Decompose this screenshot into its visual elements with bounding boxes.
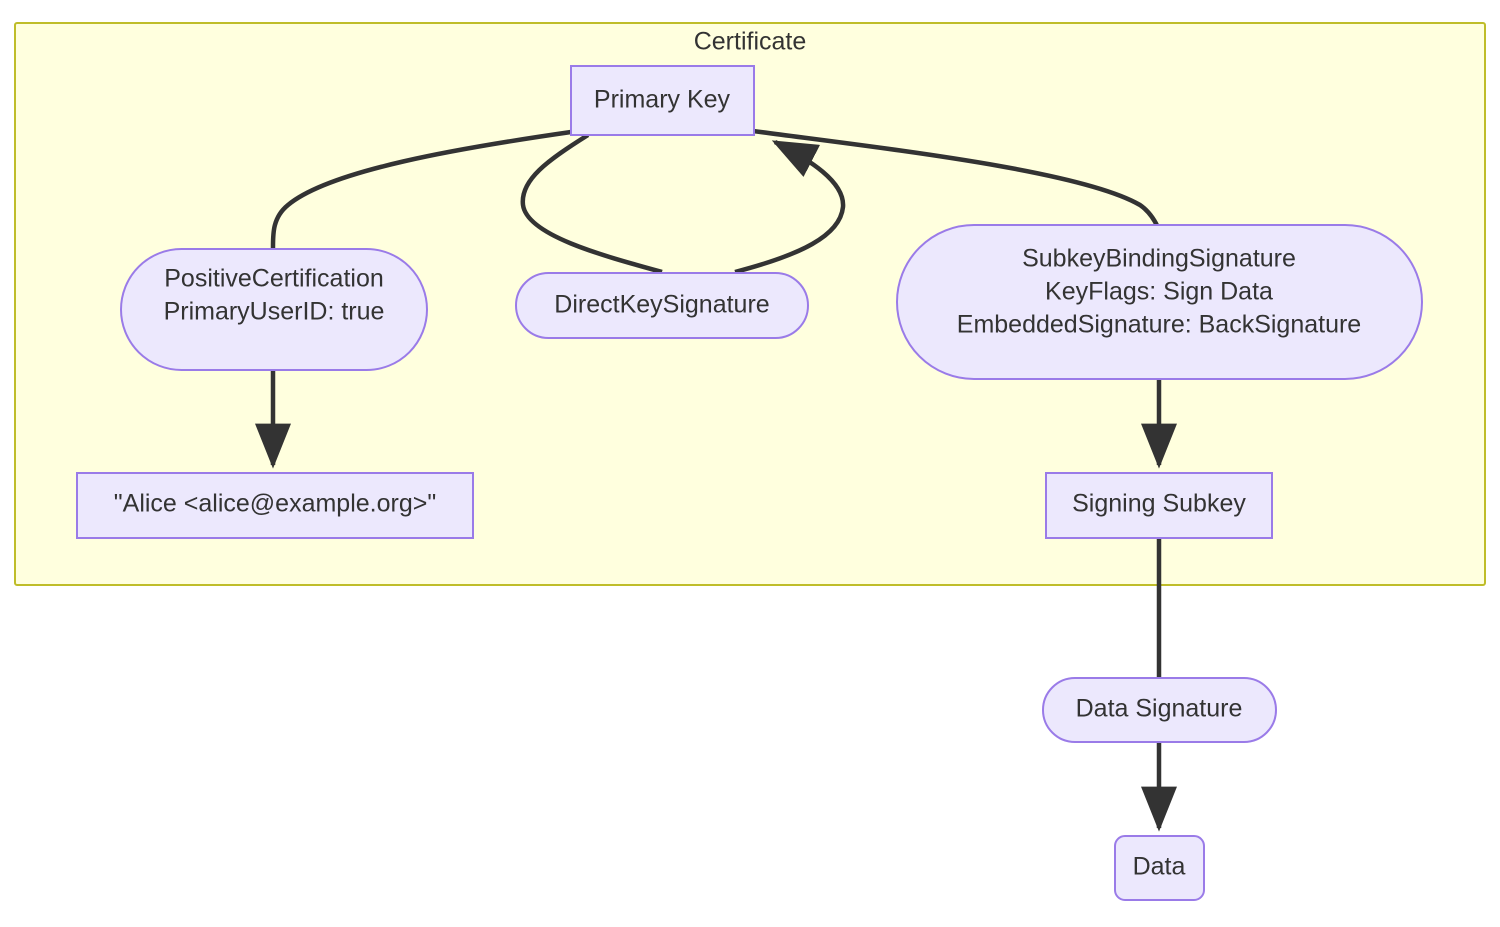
node-subkey-binding-signature-shape[interactable] — [896, 224, 1423, 380]
edge-layer — [255, 128, 1177, 832]
node-positive-certification-label-line1: PositiveCertification — [164, 265, 384, 293]
node-user-id-label: "Alice <alice@example.org>" — [114, 490, 436, 518]
node-user-id-shape[interactable] — [76, 472, 474, 539]
node-positive-certification-label-line2: PrimaryUserID: true — [164, 298, 385, 326]
node-signing-subkey[interactable]: Signing Subkey — [1045, 472, 1273, 539]
node-primary-key-shape[interactable] — [570, 65, 755, 136]
node-user-id[interactable]: "Alice <alice@example.org>" — [76, 472, 474, 539]
node-data-signature-shape[interactable] — [1042, 677, 1277, 743]
node-primary-key[interactable]: Primary Key — [570, 65, 755, 136]
node-subkey-binding-signature-label-line2: KeyFlags: Sign Data — [1045, 278, 1273, 306]
node-data-signature-label: Data Signature — [1076, 695, 1243, 723]
edge-directkeysignature-to-primarykey — [734, 139, 846, 275]
node-direct-key-signature-shape[interactable] — [515, 272, 809, 339]
node-data[interactable]: Data — [1114, 835, 1205, 901]
node-primary-key-label: Primary Key — [594, 86, 731, 114]
node-data-signature[interactable]: Data Signature — [1042, 677, 1277, 743]
edge-primarykey-to-positivecertification — [270, 129, 572, 251]
node-subkey-binding-signature[interactable]: SubkeyBindingSignature KeyFlags: Sign Da… — [896, 224, 1423, 380]
node-direct-key-signature-label: DirectKeySignature — [554, 291, 769, 319]
edge-primarykey-to-subkeybindingsignature — [752, 128, 1162, 232]
node-data-shape[interactable] — [1114, 835, 1205, 901]
node-subkey-binding-signature-label-line1: SubkeyBindingSignature — [1022, 245, 1296, 273]
node-subkey-binding-signature-label-line3: EmbeddedSignature: BackSignature — [957, 311, 1361, 339]
node-signing-subkey-label: Signing Subkey — [1072, 490, 1246, 518]
node-positive-certification-shape[interactable] — [120, 248, 428, 371]
cluster-certificate-label: Certificate — [694, 28, 807, 56]
node-signing-subkey-shape[interactable] — [1045, 472, 1273, 539]
node-positive-certification[interactable]: PositiveCertification PrimaryUserID: tru… — [120, 248, 428, 371]
edge-primarykey-to-directkeysignature — [520, 133, 663, 275]
node-direct-key-signature[interactable]: DirectKeySignature — [515, 272, 809, 339]
node-data-label: Data — [1133, 853, 1186, 881]
